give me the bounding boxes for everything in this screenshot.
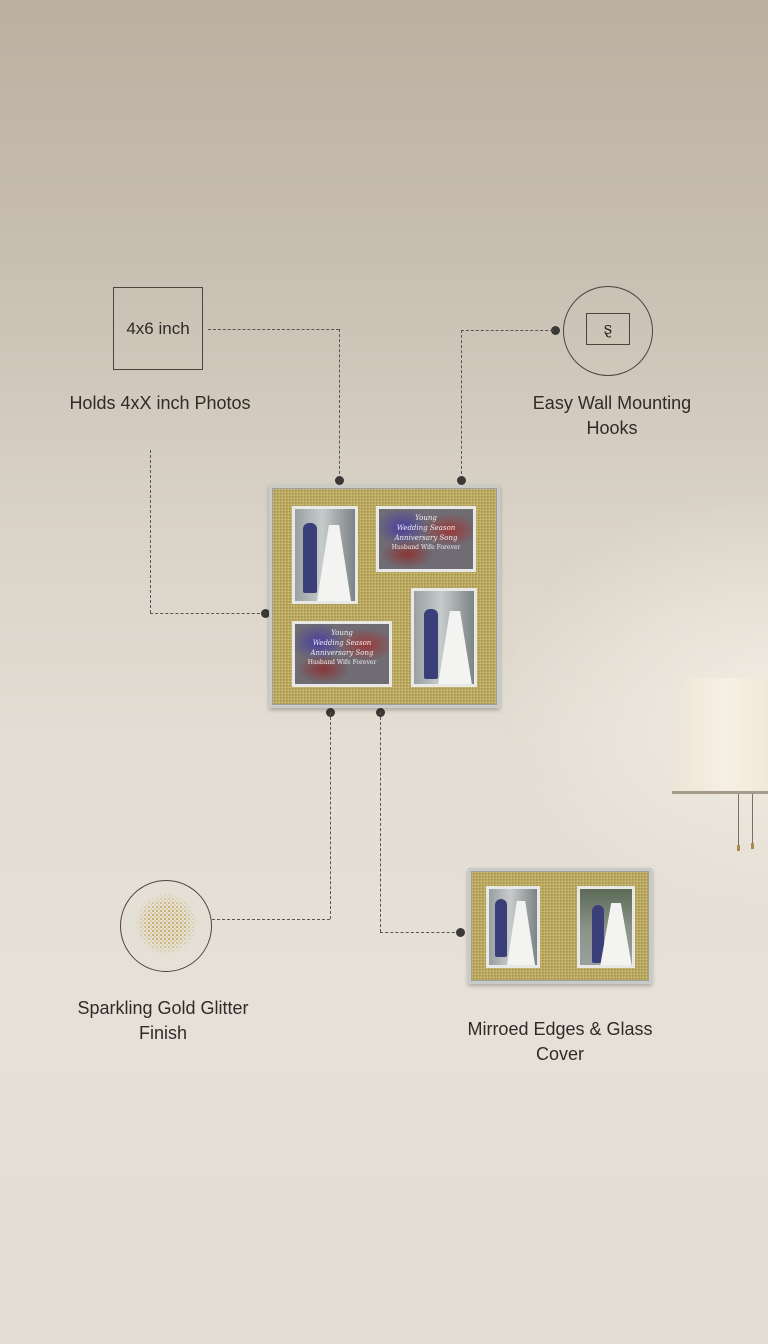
lamp-pull xyxy=(737,845,740,851)
connector-left-h xyxy=(150,613,265,614)
connector-dot xyxy=(261,609,270,618)
wedding-photo xyxy=(577,886,635,968)
lamp-pull xyxy=(751,843,754,849)
glitter-icon-circle xyxy=(120,880,212,972)
glitter-label: Sparkling Gold Glitter Finish xyxy=(77,998,249,1043)
connector-size-v xyxy=(339,329,340,479)
lamp-chain xyxy=(752,794,753,844)
hook-icon: ȿ xyxy=(586,313,630,345)
hook-icon-circle: ȿ xyxy=(563,286,653,376)
mirrored-label: Mirroed Edges & Glass Cover xyxy=(467,1019,653,1064)
connector-dot xyxy=(456,928,465,937)
connector-left-v xyxy=(150,450,151,613)
connector-mirror-v xyxy=(380,712,381,932)
wedding-card-photo: Young Wedding Season Anniversary Song Hu… xyxy=(292,621,392,687)
main-photo-frame: Young Wedding Season Anniversary Song Hu… xyxy=(269,485,500,708)
photo-size-icon: 4x6 inch xyxy=(113,287,203,370)
connector-dot xyxy=(335,476,344,485)
connector-dot xyxy=(457,476,466,485)
connector-hook-v xyxy=(461,330,462,479)
lamp-chain xyxy=(738,794,739,846)
connector-mirror-h xyxy=(380,932,460,933)
wedding-photo xyxy=(486,886,540,968)
connector-glitter-v xyxy=(330,712,331,919)
wedding-photo xyxy=(292,506,358,604)
connector-hook-h xyxy=(461,330,553,331)
lamp-shade xyxy=(672,678,768,793)
connector-size-h xyxy=(208,329,339,330)
photo-size-text: 4x6 inch xyxy=(126,318,190,338)
mirrored-frame-sample xyxy=(468,868,652,984)
wall-mount-label: Easy Wall Mounting Hooks xyxy=(532,393,692,438)
connector-glitter-h xyxy=(212,919,330,920)
wedding-photo xyxy=(411,588,477,687)
glitter-icon xyxy=(135,893,197,955)
wedding-card-photo: Young Wedding Season Anniversary Song Hu… xyxy=(376,506,476,572)
lamp-rim xyxy=(672,791,768,794)
connector-dot xyxy=(551,326,560,335)
photo-size-label: Holds 4xX inch Photos xyxy=(69,393,251,413)
